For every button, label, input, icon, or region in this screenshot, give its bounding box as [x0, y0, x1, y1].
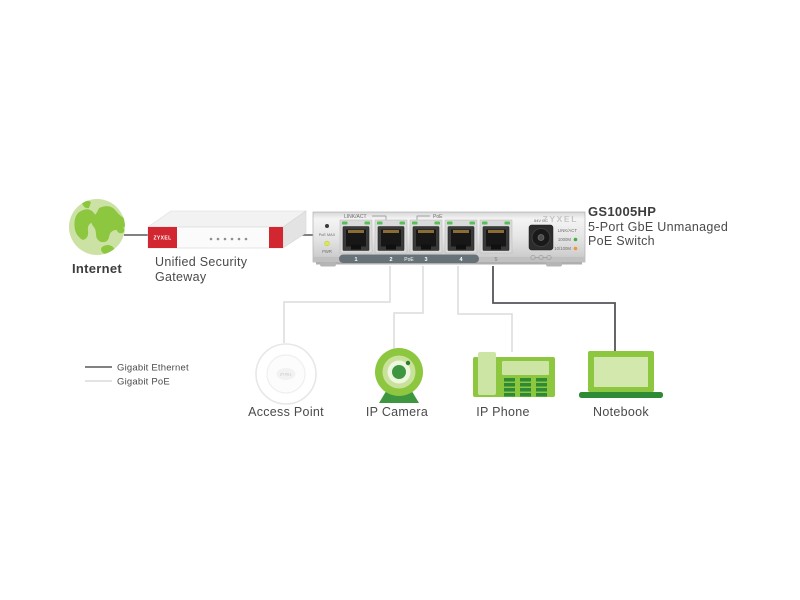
poe-line-ip-phone: [457, 266, 513, 352]
switch-port-2: [374, 219, 408, 254]
usg-label-line2: Gateway: [155, 270, 207, 284]
port-number-3: 3: [424, 257, 427, 263]
poe-max-button: [325, 224, 329, 228]
switch-poe-label: PoE: [433, 214, 443, 220]
usg-red-band-right: [269, 227, 283, 248]
globe-continents: [74, 200, 125, 255]
switch-port-3: [409, 219, 443, 254]
usg-red-band-left: [148, 227, 177, 248]
pwr-led: [324, 240, 330, 247]
switch-brand-label: ZYXEL: [543, 214, 578, 224]
legend: Gigabit Ethernet Gigabit PoE: [85, 363, 189, 388]
phone-display: [502, 361, 549, 375]
switch-led-legend: LINK/ACT 1000M 10/100M: [554, 228, 577, 251]
usg-brand-label: ZYXEL: [153, 236, 171, 242]
switch-ports: [339, 219, 513, 254]
phone-keypad: [504, 378, 547, 397]
notebook-screen: [594, 357, 648, 387]
switch-left-controls: PoE MAX PWR: [319, 224, 336, 254]
ip-phone-icon: [473, 352, 555, 397]
port-number-2: 2: [389, 257, 392, 263]
ip-phone-label: IP Phone: [476, 405, 530, 419]
power-input-label: 54V DC: [534, 218, 548, 223]
phone-handset: [478, 352, 496, 395]
notebook-label: Notebook: [593, 405, 649, 419]
notebook-base: [579, 392, 663, 398]
access-point-label: Access Point: [248, 405, 324, 419]
power-jack-pin: [537, 234, 545, 241]
port-number-4: 4: [459, 257, 463, 263]
led-legend-10-100m: 10/100M: [554, 246, 571, 251]
notebook-icon: [579, 351, 663, 398]
poe-line-access-point: [283, 266, 391, 343]
switch-link-act-label: LINK/ACT: [344, 214, 367, 220]
switch-foot-right: [546, 262, 562, 267]
internet-globe-icon: [69, 199, 125, 255]
usg-label-line1: Unified Security: [155, 255, 248, 269]
poe-max-label: PoE MAX: [319, 233, 336, 237]
ip-camera-icon: [375, 348, 423, 403]
led-10-100m-dot: [573, 246, 578, 251]
ethernet-line-notebook: [492, 266, 616, 352]
poe-band-label: PoE: [404, 257, 414, 263]
led-legend-link-act: LINK/ACT: [558, 228, 578, 233]
switch-port-1: [339, 219, 373, 254]
legend-poe-label: Gigabit PoE: [117, 377, 170, 388]
switch-power-area: 54V DC: [528, 218, 554, 261]
access-point-icon: ZYXEL: [255, 343, 317, 405]
usg-led-dots: [209, 237, 248, 241]
switch-base: [316, 262, 582, 265]
link-act-pointer: [372, 215, 387, 220]
internet-label: Internet: [72, 261, 122, 276]
switch-port-5: [479, 219, 513, 254]
access-point-brand: ZYXEL: [280, 373, 292, 377]
poe-port-band: [339, 254, 479, 263]
switch-foot-left: [320, 262, 336, 267]
switch-port-4: [444, 219, 478, 254]
poe-pointer: [416, 215, 430, 220]
port-number-1: 1: [354, 257, 357, 263]
usg-device: ZYXEL: [147, 210, 307, 249]
certification-marks: [530, 254, 552, 261]
port-number-5: 5: [494, 257, 497, 263]
switch-device: LINK/ACT PoE PoE MAX PWR: [312, 211, 586, 267]
switch-desc-line2: PoE Switch: [588, 234, 655, 248]
switch-model-label: GS1005HP: [588, 204, 656, 219]
switch-desc-line1: 5-Port GbE Unmanaged: [588, 220, 728, 234]
legend-ethernet-label: Gigabit Ethernet: [117, 363, 189, 374]
legend-item-ethernet: Gigabit Ethernet: [85, 363, 189, 374]
poe-line-ip-camera: [393, 266, 424, 350]
pwr-label: PWR: [322, 249, 332, 254]
ip-camera-label: IP Camera: [366, 405, 428, 419]
legend-item-poe: Gigabit PoE: [85, 377, 170, 388]
led-legend-1000m: 1000M: [558, 237, 572, 242]
led-1000m-dot: [573, 237, 578, 242]
usg-top-face: [147, 210, 307, 228]
